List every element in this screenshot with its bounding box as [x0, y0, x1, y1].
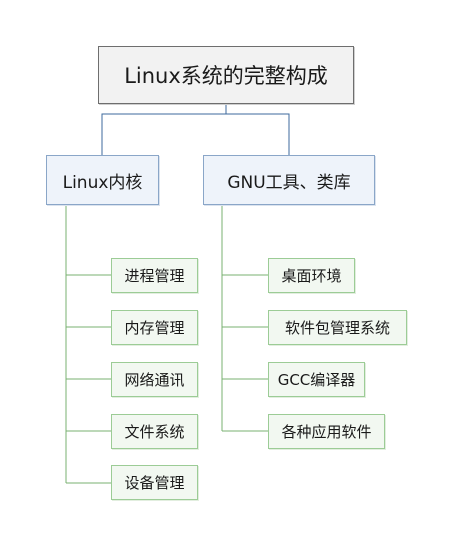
leaf-node-network-communication: 网络通讯 [111, 362, 198, 397]
leaf-node-desktop-environment: 桌面环境 [268, 258, 355, 293]
root-node: Linux系统的完整构成 [98, 46, 354, 104]
leaf-node-applications: 各种应用软件 [268, 414, 385, 449]
leaf-node-process-management: 进程管理 [111, 258, 198, 293]
leaf-node-device-management: 设备管理 [111, 465, 198, 500]
branch-node-linux-kernel: Linux内核 [46, 155, 159, 205]
leaf-node-memory-management: 内存管理 [111, 310, 198, 345]
branch-node-gnu-tools: GNU工具、类库 [203, 155, 375, 205]
leaf-node-package-management: 软件包管理系统 [268, 310, 407, 345]
leaf-node-gcc-compiler: GCC编译器 [268, 362, 365, 397]
leaf-node-file-system: 文件系统 [111, 414, 198, 449]
root-to-branch-connector [101, 113, 290, 155]
